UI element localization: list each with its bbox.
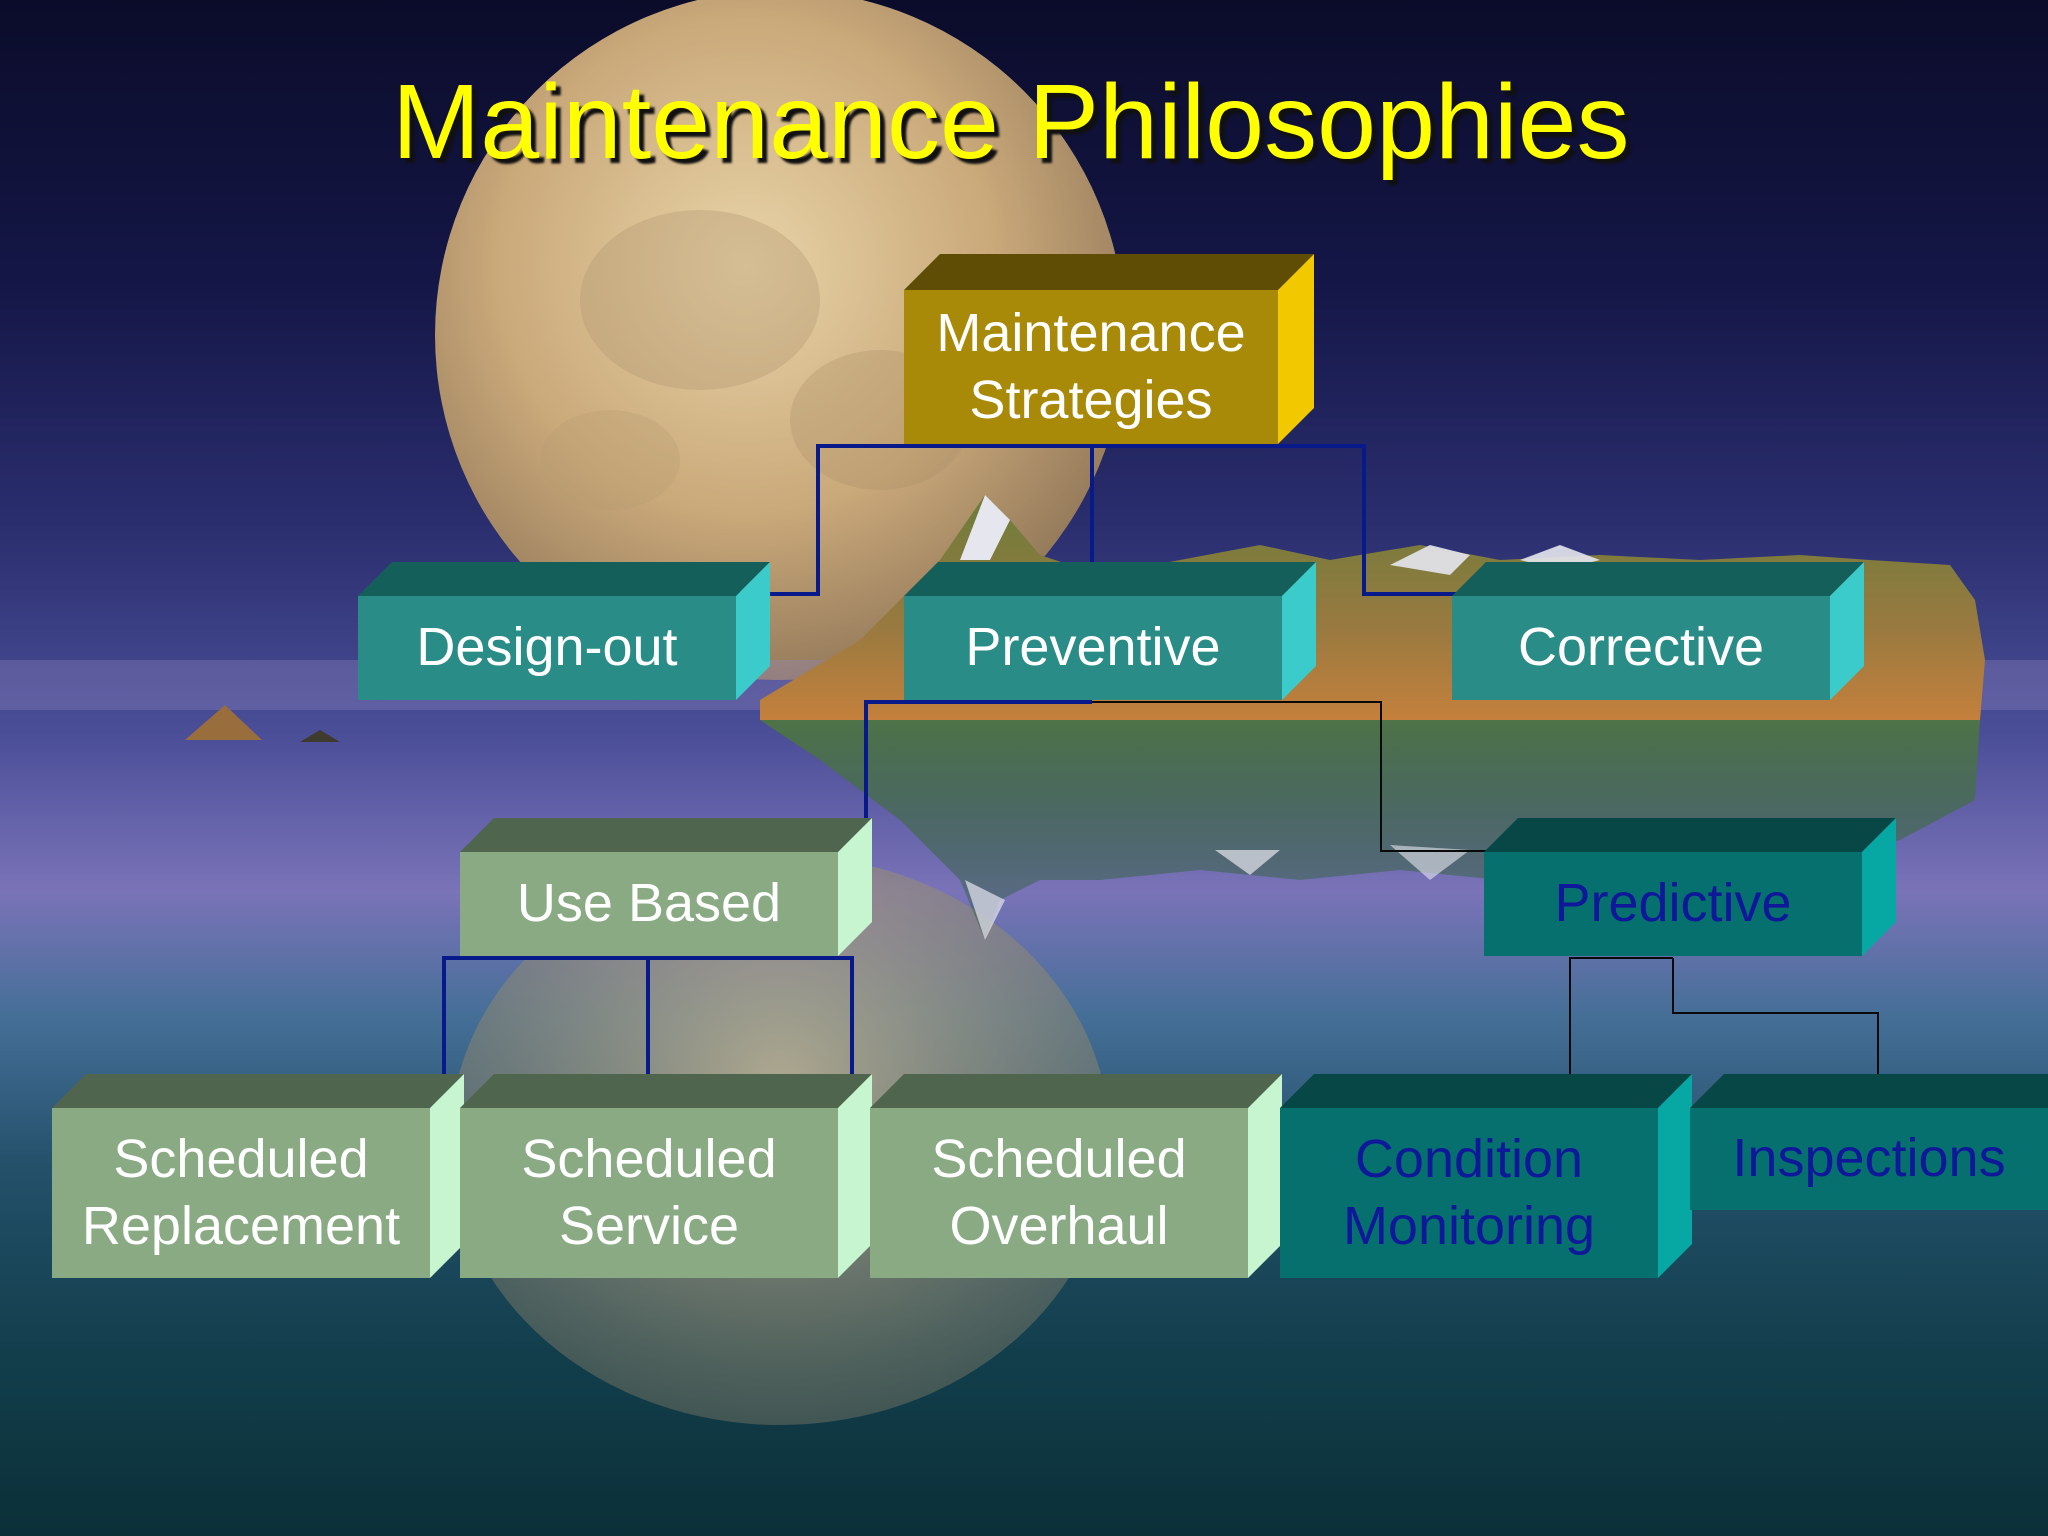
node-label: Maintenance Strategies xyxy=(904,290,1278,444)
node-top-face xyxy=(1452,562,1864,596)
node-top-face xyxy=(1484,818,1896,852)
node-label: Preventive xyxy=(904,596,1282,700)
node-label: Scheduled Replacement xyxy=(52,1108,430,1278)
node-scheduled-replacement: Scheduled Replacement xyxy=(52,1074,464,1278)
node-label: Condition Monitoring xyxy=(1280,1108,1658,1278)
connector-predictive-inspections xyxy=(1672,958,1879,1108)
node-top-face xyxy=(1280,1074,1692,1108)
node-label: Corrective xyxy=(1452,596,1830,700)
node-top-face xyxy=(52,1074,464,1108)
node-preventive: Preventive xyxy=(904,562,1316,700)
node-label: Use Based xyxy=(460,852,838,956)
node-inspections: Inspections xyxy=(1690,1074,2048,1210)
node-label: Scheduled Overhaul xyxy=(870,1108,1248,1278)
node-side-face xyxy=(1278,254,1314,444)
node-corrective: Corrective xyxy=(1452,562,1864,700)
node-top-face xyxy=(870,1074,1282,1108)
node-top-face xyxy=(358,562,770,596)
node-top-face xyxy=(460,1074,872,1108)
node-scheduled-service: Scheduled Service xyxy=(460,1074,872,1278)
node-top-face xyxy=(460,818,872,852)
node-top-face xyxy=(904,562,1316,596)
node-label: Scheduled Service xyxy=(460,1108,838,1278)
node-condition-monitoring: Condition Monitoring xyxy=(1280,1074,1692,1278)
node-scheduled-overhaul: Scheduled Overhaul xyxy=(870,1074,1282,1278)
island-reflection xyxy=(760,720,1980,940)
moon xyxy=(435,0,1125,680)
node-side-face xyxy=(430,1074,464,1278)
node-side-face xyxy=(838,1074,872,1278)
node-side-face xyxy=(1658,1074,1692,1278)
node-top-face xyxy=(904,254,1314,290)
node-label: Inspections xyxy=(1690,1108,2048,1210)
node-label: Design-out xyxy=(358,596,736,700)
node-maintenance-strategies: Maintenance Strategies xyxy=(904,254,1314,444)
node-label: Predictive xyxy=(1484,852,1862,956)
node-side-face xyxy=(1248,1074,1282,1278)
slide-title: Maintenance Philosophies xyxy=(392,63,1630,181)
node-predictive: Predictive xyxy=(1484,818,1896,956)
node-use-based: Use Based xyxy=(460,818,872,956)
node-top-face xyxy=(1690,1074,2048,1108)
node-design-out: Design-out xyxy=(358,562,770,700)
